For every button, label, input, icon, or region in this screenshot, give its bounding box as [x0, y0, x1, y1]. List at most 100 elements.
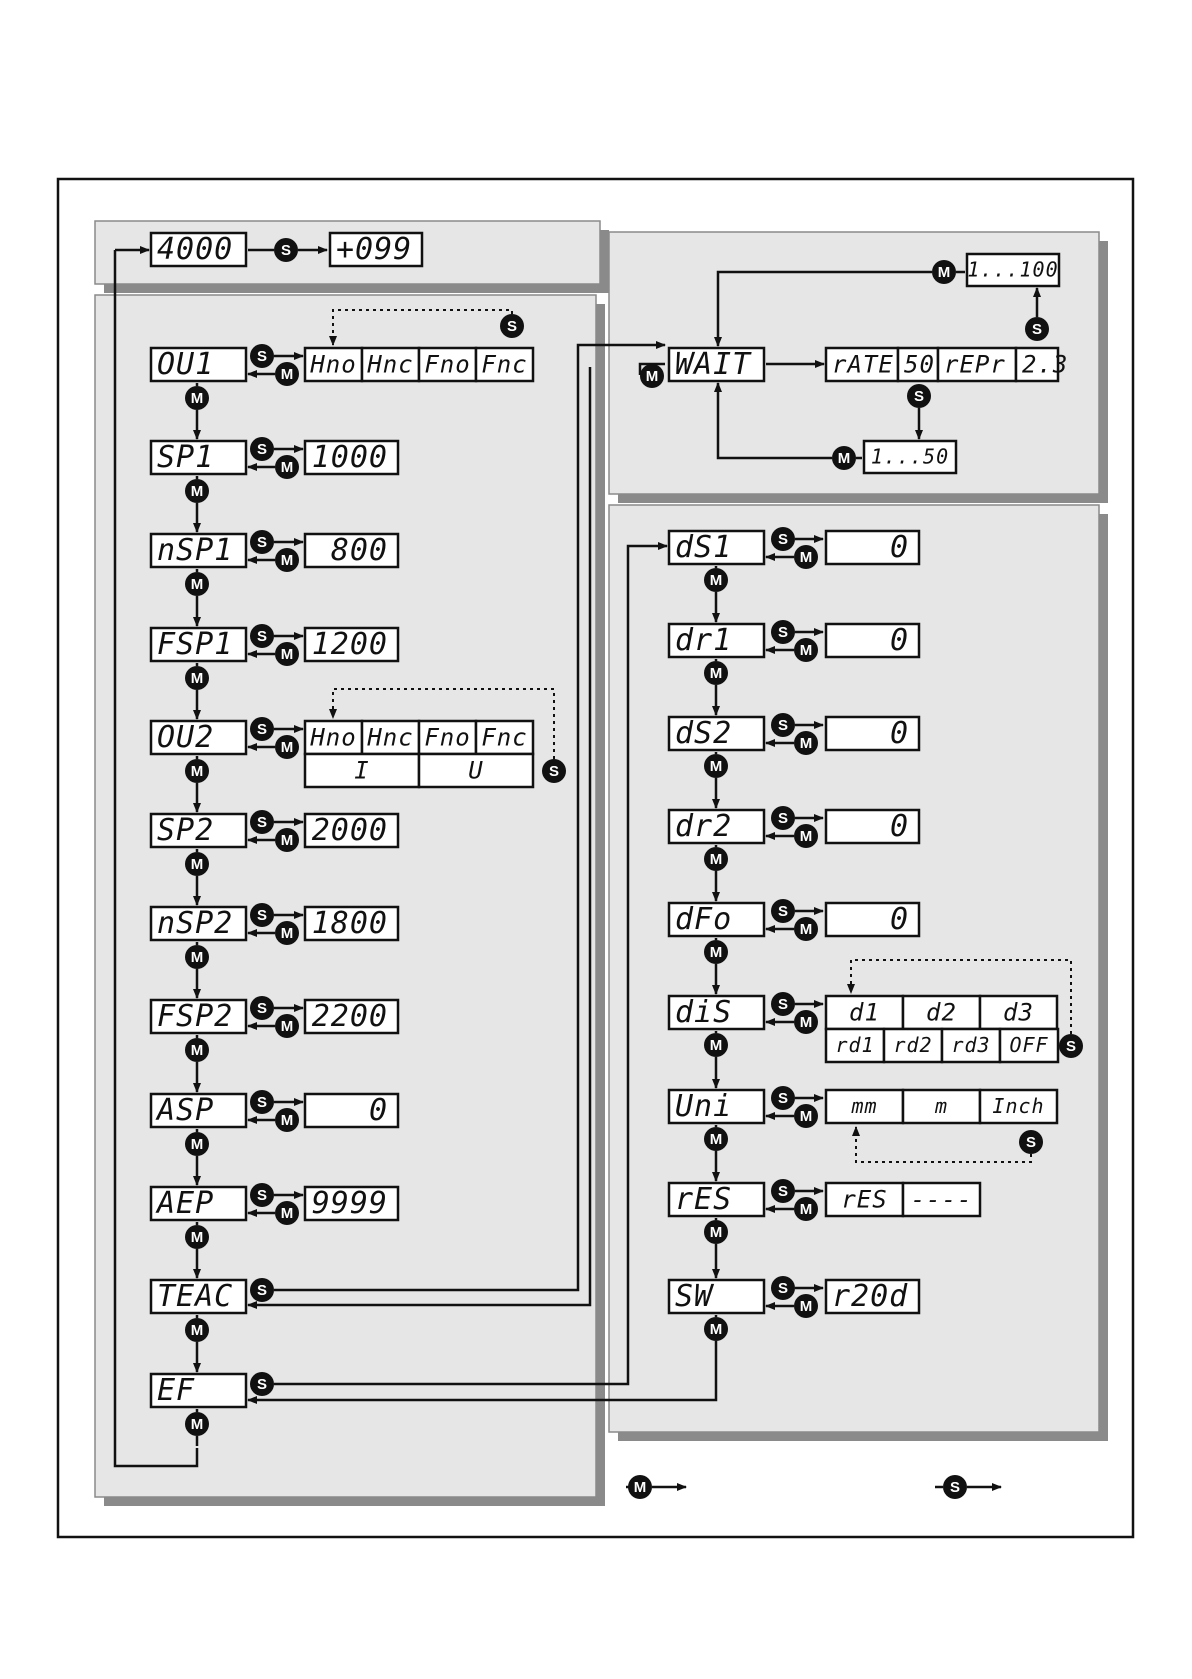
range-top-to-wait: [714, 270, 932, 347]
m-back-button-fsp2[interactable]: M: [275, 1014, 299, 1038]
legend-s-button[interactable]: S: [943, 1475, 967, 1499]
s-button-sp1[interactable]: S: [250, 437, 274, 461]
m-button-aep[interactable]: M: [185, 1225, 209, 1249]
m-button-dr1[interactable]: M: [704, 661, 728, 685]
m-back-button-dr2[interactable]: M: [794, 824, 818, 848]
s-button-ou2[interactable]: S: [250, 717, 274, 741]
m-button-aep-letter: M: [191, 1229, 204, 1246]
s-button-dr1[interactable]: S: [771, 620, 795, 644]
top-s-button[interactable]: S: [274, 238, 298, 262]
s-button-ou1[interactable]: S: [250, 344, 274, 368]
rate-label-box-text: rATE: [832, 351, 894, 379]
s-button-ds1[interactable]: S: [771, 527, 795, 551]
s-button-asp[interactable]: S: [250, 1090, 274, 1114]
s-button-dfo[interactable]: S: [771, 899, 795, 923]
options2-dis-cell-3: OFF: [998, 1027, 1060, 1064]
m-button-nsp2[interactable]: M: [185, 945, 209, 969]
m-back-button-ds2-letter: M: [800, 735, 813, 752]
m-button-uni-letter: M: [710, 1131, 723, 1148]
repr-label-box: rEPr: [936, 346, 1018, 383]
m-button-range-top[interactable]: M: [932, 260, 956, 284]
s-button-fsp1[interactable]: S: [250, 624, 274, 648]
m-back-button-res[interactable]: M: [794, 1197, 818, 1221]
m-back-button-ds2[interactable]: M: [794, 731, 818, 755]
m-button-teac[interactable]: M: [185, 1318, 209, 1342]
m-button-fsp1[interactable]: M: [185, 666, 209, 690]
m-back-button-sp1[interactable]: M: [275, 455, 299, 479]
m-button-dfo[interactable]: M: [704, 940, 728, 964]
m-back-button-sp2-letter: M: [281, 832, 294, 849]
m-back-button-ou1[interactable]: M: [275, 362, 299, 386]
s-button-teac[interactable]: S: [250, 1278, 274, 1302]
options-ou2-cell-3: Fnc: [474, 719, 535, 756]
m-back-button-sw-letter: M: [800, 1298, 813, 1315]
value-box-ds1: 0: [824, 529, 921, 566]
m-back-button-nsp2[interactable]: M: [275, 921, 299, 945]
m-back-button-ds1[interactable]: M: [794, 545, 818, 569]
s-button-uni[interactable]: S: [771, 1086, 795, 1110]
m-back-button-aep[interactable]: M: [275, 1201, 299, 1225]
s-button-aep[interactable]: S: [250, 1183, 274, 1207]
s-button-res[interactable]: S: [771, 1179, 795, 1203]
m-button-sp1-letter: M: [191, 483, 204, 500]
m-button-dr2[interactable]: M: [704, 847, 728, 871]
cycle-loop-ou1: [329, 309, 513, 346]
value-box-sw: r20d: [824, 1278, 921, 1315]
m-button-ef[interactable]: M: [185, 1412, 209, 1436]
s-button-ef[interactable]: S: [250, 1372, 274, 1396]
s-cycle-button-ou1[interactable]: S: [500, 314, 524, 338]
value-box-fsp1: 1200: [303, 626, 400, 663]
m-back-button-fsp1[interactable]: M: [275, 642, 299, 666]
m-back-button-dfo[interactable]: M: [794, 917, 818, 941]
m-button-wait[interactable]: M: [640, 364, 664, 388]
s-button-nsp1[interactable]: S: [250, 530, 274, 554]
m-button-sw[interactable]: M: [704, 1317, 728, 1341]
m-button-res[interactable]: M: [704, 1220, 728, 1244]
repr-value-box-text: 2.3: [1022, 351, 1068, 379]
s-button-sp2[interactable]: S: [250, 810, 274, 834]
m-button-dis[interactable]: M: [704, 1033, 728, 1057]
s-button-ds2[interactable]: S: [771, 713, 795, 737]
m-button-sp2[interactable]: M: [185, 852, 209, 876]
m-back-button-nsp1[interactable]: M: [275, 548, 299, 572]
s-button-repr[interactable]: S: [1025, 317, 1049, 341]
s-button-res-letter: S: [778, 1183, 788, 1200]
m-button-fsp2[interactable]: M: [185, 1038, 209, 1062]
options-ou2-cell-0-text: Hno: [309, 724, 356, 752]
value-box-dr2-text: 0: [890, 809, 909, 844]
m-back-button-sw[interactable]: M: [794, 1294, 818, 1318]
s-button-dr2[interactable]: S: [771, 806, 795, 830]
m-button-range-bottom[interactable]: M: [832, 446, 856, 470]
s-cycle-button-ou1-letter: S: [507, 318, 517, 335]
menu-item-ef: EF: [149, 1372, 248, 1409]
s-button-fsp2[interactable]: S: [250, 996, 274, 1020]
m-back-button-uni[interactable]: M: [794, 1104, 818, 1128]
value-box-sp1-text: 1000: [312, 440, 388, 475]
legend-m-button[interactable]: M: [628, 1475, 652, 1499]
s-button-nsp2[interactable]: S: [250, 903, 274, 927]
m-button-sp1[interactable]: M: [185, 479, 209, 503]
m-back-button-ou2[interactable]: M: [275, 735, 299, 759]
s-button-rate[interactable]: S: [907, 384, 931, 408]
s-cycle-button-ou2[interactable]: S: [542, 759, 566, 783]
ef-item-ds2: dS2: [667, 715, 766, 752]
m-button-ds2[interactable]: M: [704, 754, 728, 778]
m-back-button-dis[interactable]: M: [794, 1010, 818, 1034]
m-button-ou2[interactable]: M: [185, 759, 209, 783]
m-back-button-sp2[interactable]: M: [275, 828, 299, 852]
m-button-ds1[interactable]: M: [704, 568, 728, 592]
m-button-wait-letter: M: [646, 368, 659, 385]
m-button-asp[interactable]: M: [185, 1132, 209, 1156]
s-cycle-button-dis[interactable]: S: [1059, 1034, 1083, 1058]
s-button-sw[interactable]: S: [771, 1276, 795, 1300]
value-box-nsp1: 800: [303, 532, 400, 569]
s-button-sp1-letter: S: [257, 441, 267, 458]
s-cycle-button-uni[interactable]: S: [1019, 1130, 1043, 1154]
s-button-dis[interactable]: S: [771, 992, 795, 1016]
m-button-uni[interactable]: M: [704, 1127, 728, 1151]
m-button-nsp1[interactable]: M: [185, 572, 209, 596]
display-plus-box-text: +099: [336, 232, 412, 267]
m-back-button-asp[interactable]: M: [275, 1108, 299, 1132]
m-button-ou1[interactable]: M: [185, 386, 209, 410]
m-back-button-dr1[interactable]: M: [794, 638, 818, 662]
